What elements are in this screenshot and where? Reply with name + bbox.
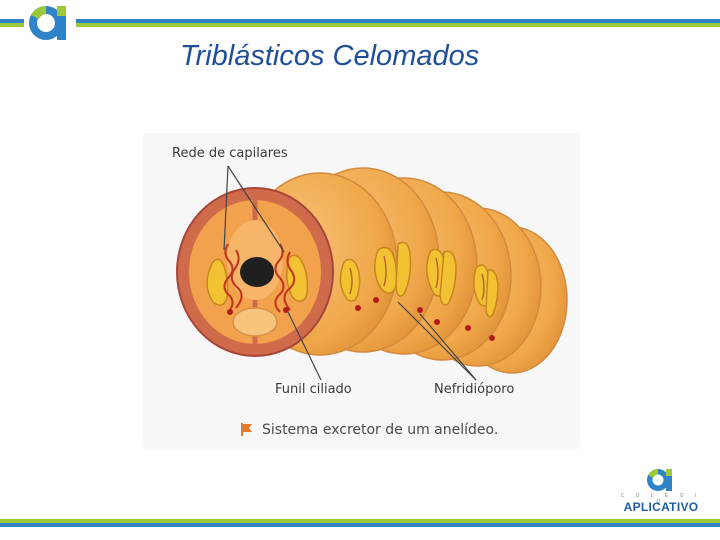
label-ciliated-funnel: Funil ciliado [275,382,352,397]
school-logo-mark-icon [616,466,706,496]
cross-section [177,188,333,356]
gut-lumen [240,257,274,287]
label-nephridiopore: Nefridióporo [434,382,514,397]
logo-name: APLICATIVO [616,500,706,514]
school-logo-footer: C O L É G I O APLICATIVO [616,466,706,518]
label-capillary-network: Rede de capilares [172,146,288,161]
footer-color-band [0,519,720,527]
caption-marker-icon [241,423,252,436]
figure-caption: Sistema excretor de um anelídeo. [262,422,498,438]
